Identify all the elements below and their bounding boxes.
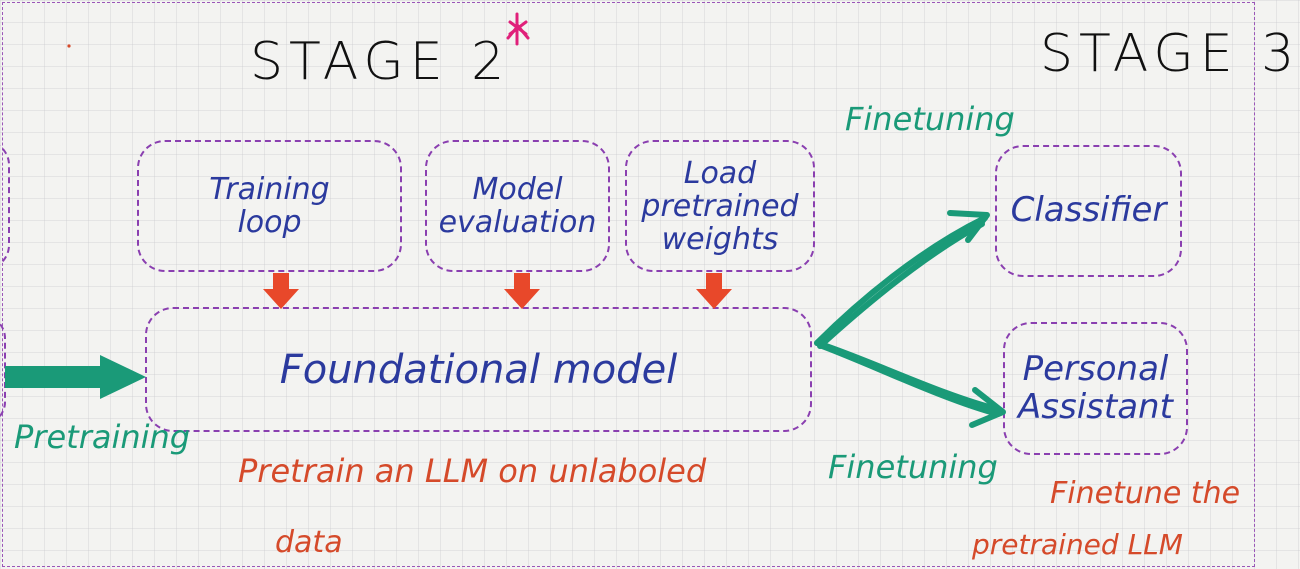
model-evaluation-box: Model evaluation: [425, 140, 610, 272]
red-arrow-training: [263, 273, 299, 309]
red-arrow-evaluation: [504, 273, 540, 309]
pretrain-note-line-2: data: [275, 525, 343, 560]
training-loop-box: Training loop: [137, 140, 402, 272]
classifier-box: Classifier: [995, 145, 1182, 277]
finetuning-arrows: [814, 210, 1006, 428]
personal-assistant-line-2: Assistant: [1018, 386, 1173, 427]
finetuning-top-label: Finetuning: [845, 100, 1015, 138]
pretraining-label: Pretraining: [14, 418, 191, 456]
finetune-note-line-2: pretrained LLM: [972, 528, 1183, 561]
load-weights-line-1: Load: [683, 155, 757, 191]
classifier-label: Classifier: [1010, 190, 1167, 231]
finetuning-bottom-label: Finetuning: [828, 448, 998, 486]
training-loop-line-1: Training: [209, 172, 330, 207]
red-arrows: [263, 273, 732, 309]
pretrain-note-line-1: Pretrain an LLM on unlaboled: [238, 452, 707, 490]
foundational-model-box: Foundational model: [145, 307, 812, 432]
finetune-note-line-1: Finetune the: [1050, 476, 1241, 511]
stage-2-heading: STAGE 2: [250, 32, 511, 92]
load-weights-line-3: weights: [661, 221, 779, 257]
dot-mark: [67, 44, 71, 48]
model-evaluation-line-1: Model: [472, 172, 563, 207]
training-loop-line-2: loop: [237, 205, 302, 240]
model-evaluation-line-2: evaluation: [438, 205, 597, 240]
load-weights-box: Load pretrained weights: [625, 140, 815, 272]
partial-box-top-left: [0, 140, 10, 270]
load-weights-line-2: pretrained: [641, 188, 799, 224]
foundational-model-label: Foundational model: [279, 346, 678, 393]
stage-3-heading: STAGE 3: [1040, 24, 1300, 84]
personal-assistant-box: Personal Assistant: [1003, 322, 1188, 455]
red-arrow-weights: [696, 273, 732, 309]
pretraining-arrow: [5, 355, 146, 399]
personal-assistant-line-1: Personal: [1022, 349, 1169, 390]
partial-box-mid-left: [0, 315, 6, 425]
annotation-mark-icon: [506, 12, 530, 46]
